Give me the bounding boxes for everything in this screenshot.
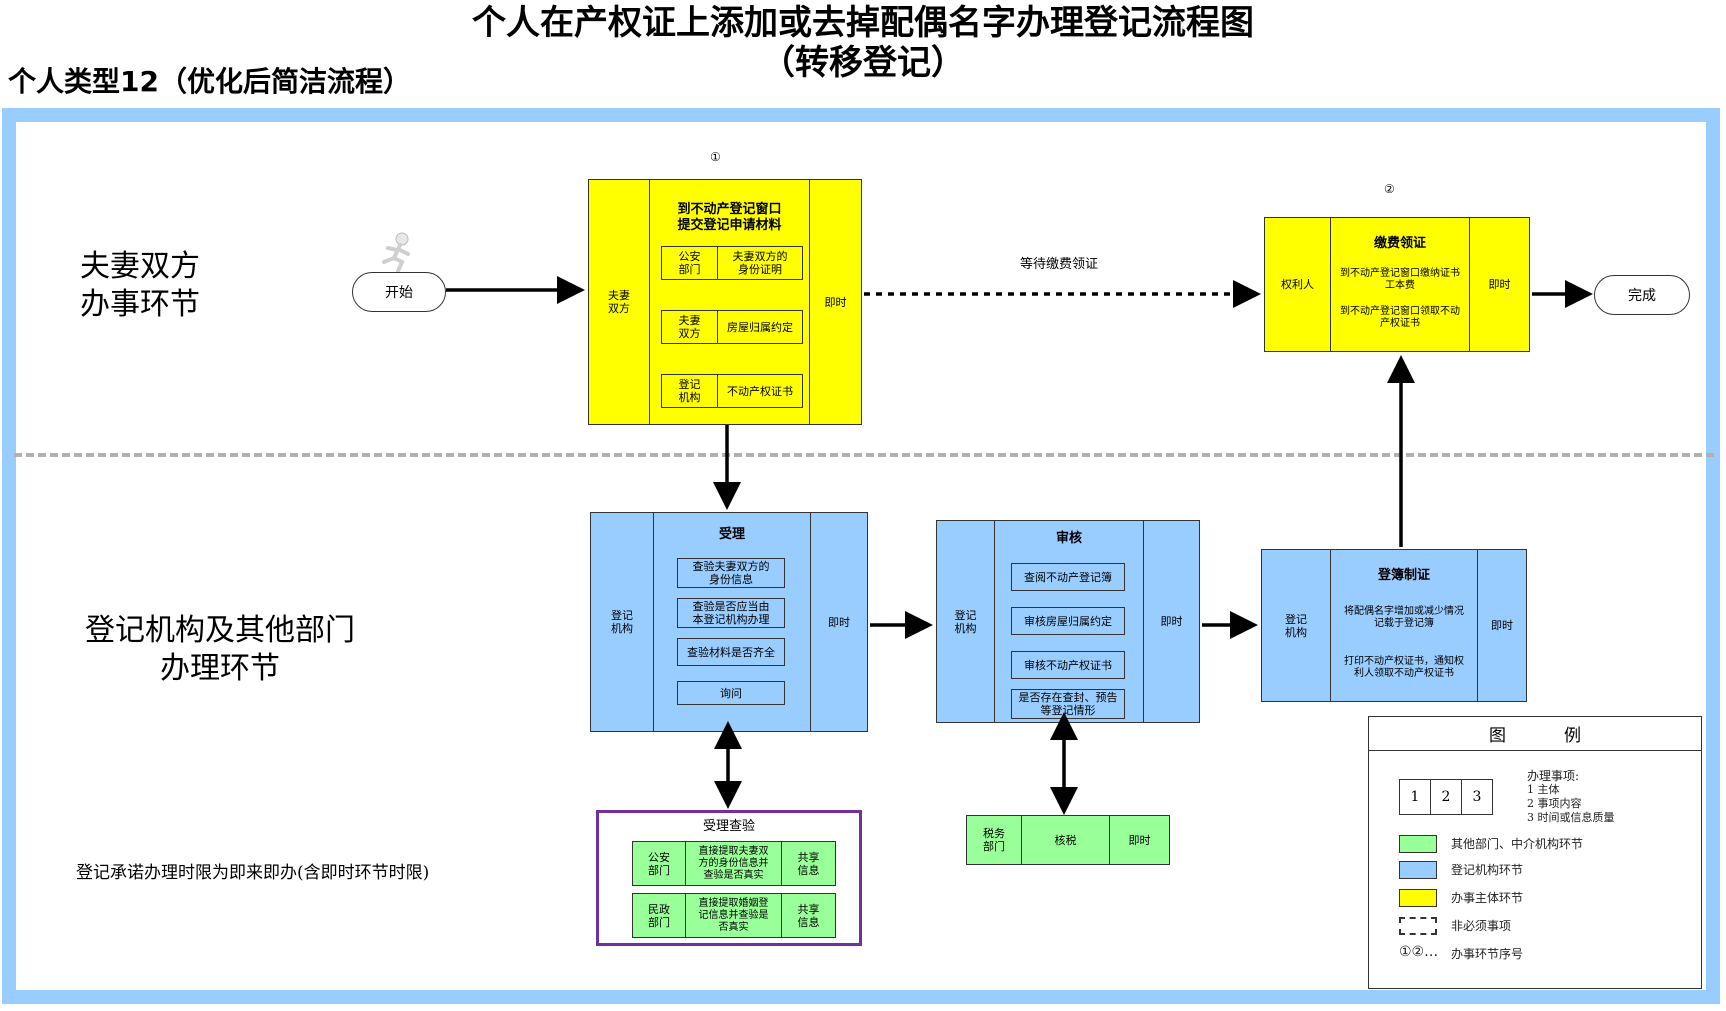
tax-time: 即时 (1109, 816, 1169, 864)
legend-item: 3 时间或信息质量 (1527, 811, 1615, 824)
process-type-label: 个人类型12（优化后简洁流程） (8, 65, 411, 98)
diagram-frame (2, 108, 1720, 1004)
diagram-subtitle: （转移登记） (761, 43, 965, 83)
registration-line: 将配偶名字增加或减少情况 记载于登记簿 (1344, 606, 1464, 629)
review-item: 审核不动产权证书 (1011, 651, 1125, 679)
legend-swatch-yellow (1399, 889, 1437, 907)
pay-content: 缴费领证 到不动产登记窗口缴纳证书 工本费 到不动产登记窗口领取不动 产权证书 (1330, 218, 1470, 351)
legend-entry: 办事环节序号 (1451, 947, 1524, 961)
acceptance-actor: 登记 机构 (611, 609, 633, 635)
pay-line: 到不动产登记窗口缴纳证书 工本费 (1340, 268, 1460, 291)
row-subject: 登记 机构 (678, 378, 701, 404)
legend-sample-box: 1 2 3 (1399, 779, 1493, 815)
tax-content: 核税 (1021, 816, 1109, 864)
acceptance-box: 登记 机构 受理 查验夫妻双方的 身份信息 查验是否应当由 本登记机构办理 查验… (590, 512, 868, 732)
legend-swatch-green (1399, 835, 1437, 853)
legend-seq-symbol: ①②… (1399, 944, 1439, 960)
review-content: 审核 查阅不动产登记簿 审核房屋归属约定 审核不动产权证书 是否存在查封、预告 … (994, 521, 1144, 722)
pay-line: 到不动产登记窗口领取不动 产权证书 (1340, 306, 1460, 329)
verification-row: 公安 部门 直接提取夫妻双 方的身份信息并 查验是否真实 共享 信息 (632, 841, 836, 886)
row-share: 共享 信息 (781, 842, 835, 885)
legend-entry: 非必须事项 (1451, 919, 1512, 933)
row-content: 直接提取夫妻双 方的身份信息并 查验是否真实 (685, 842, 781, 885)
verification-box: 受理查验 公安 部门 直接提取夫妻双 方的身份信息并 查验是否真实 共享 信息 … (596, 810, 862, 946)
submit-row: 登记 机构 不动产权证书 (661, 374, 803, 408)
submit-application-box: 夫妻 双方 即时 到不动产登记窗口 提交登记申请材料 公安 部门 夫妻双方的 身… (588, 179, 862, 425)
acceptance-item: 查验材料是否齐全 (677, 638, 785, 666)
submit-heading: 到不动产登记窗口 提交登记申请材料 (677, 202, 782, 233)
acceptance-item: 询问 (677, 681, 785, 705)
registration-box: 登记 机构 登簿制证 将配偶名字增加或减少情况 记载于登记簿 打印不动产权证书，… (1261, 549, 1527, 702)
legend-swatch-blue (1399, 861, 1437, 879)
row-share: 共享 信息 (781, 894, 835, 937)
registration-actor: 登记 机构 (1285, 612, 1307, 639)
review-actor: 登记 机构 (954, 608, 977, 635)
legend-item: 1 主体 (1527, 783, 1560, 796)
submit-content: 到不动产登记窗口 提交登记申请材料 公安 部门 夫妻双方的 身份证明 夫妻 双方… (649, 180, 809, 424)
end-node: 完成 (1594, 275, 1690, 315)
lane-label-agency: 登记机构及其他部门 办理环节 (85, 613, 355, 686)
acceptance-heading: 受理 (718, 527, 745, 542)
registration-time: 即时 (1491, 619, 1513, 632)
lane-divider (14, 453, 1714, 457)
submit-time: 即时 (809, 180, 861, 424)
row-content: 直接提取婚姻登 记信息并查验是 否真实 (685, 894, 781, 937)
acceptance-item: 查验夫妻双方的 身份信息 (677, 558, 785, 588)
step-number-1: ① (710, 150, 721, 164)
verification-heading: 受理查验 (702, 819, 755, 834)
submit-actor: 夫妻 双方 (608, 289, 630, 315)
legend-sample-cell: 1 (1410, 789, 1420, 805)
pay-heading: 缴费领证 (1373, 236, 1426, 251)
verification-row: 民政 部门 直接提取婚姻登 记信息并查验是 否真实 共享 信息 (632, 893, 836, 938)
legend-item: 2 事项内容 (1527, 797, 1582, 810)
time-limit-note: 登记承诺办理时限为即来即办(含即时环节时限) (76, 863, 430, 883)
legend-sample-cell: 3 (1461, 780, 1492, 814)
pay-collect-box: 权利人 缴费领证 到不动产登记窗口缴纳证书 工本费 到不动产登记窗口领取不动 产… (1264, 217, 1530, 352)
legend: 图例 1 2 3 办理事项: 1 主体 2 事项内容 3 时间或信息质量 其他部… (1368, 716, 1702, 989)
pay-actor: 权利人 (1281, 278, 1314, 291)
legend-swatch-dashed (1399, 917, 1437, 935)
diagram-title: 个人在产权证上添加或去掉配偶名字办理登记流程图 (472, 3, 1254, 43)
review-item: 审核房屋归属约定 (1011, 607, 1125, 635)
registration-heading: 登簿制证 (1377, 568, 1430, 583)
row-subject: 民政 部门 (648, 902, 670, 929)
legend-items-title: 办理事项: (1527, 769, 1580, 783)
row-content: 夫妻双方的 身份证明 (717, 247, 802, 279)
legend-entry: 其他部门、中介机构环节 (1451, 837, 1584, 851)
step-number-2: ② (1384, 182, 1395, 196)
row-content: 不动产权证书 (717, 375, 802, 407)
review-item: 查阅不动产登记簿 (1011, 563, 1125, 591)
submit-row: 公安 部门 夫妻双方的 身份证明 (661, 246, 803, 280)
legend-title: 图例 (1369, 717, 1701, 751)
registration-line: 打印不动产权证书，通知权 利人领取不动产权证书 (1344, 656, 1464, 679)
acceptance-time: 即时 (828, 615, 850, 629)
start-node: 开始 (352, 272, 446, 312)
legend-entry: 登记机构环节 (1451, 863, 1524, 877)
acceptance-content: 受理 查验夫妻双方的 身份信息 查验是否应当由 本登记机构办理 查验材料是否齐全… (653, 513, 811, 731)
review-box: 登记 机构 审核 查阅不动产登记簿 审核房屋归属约定 审核不动产权证书 是否存在… (936, 520, 1200, 723)
acceptance-item: 查验是否应当由 本登记机构办理 (677, 598, 785, 628)
runner-icon (376, 232, 420, 273)
wait-label: 等待缴费领证 (1020, 257, 1099, 272)
lane-label-couple: 夫妻双方 办事环节 (80, 249, 200, 322)
tax-box: 税务 部门 核税 即时 (966, 815, 1170, 865)
legend-sample-cell: 2 (1430, 780, 1461, 814)
legend-entry: 办事主体环节 (1451, 891, 1524, 905)
review-time: 即时 (1160, 615, 1183, 628)
row-content: 房屋归属约定 (717, 311, 802, 343)
tax-actor: 税务 部门 (983, 827, 1005, 853)
row-subject: 夫妻 双方 (678, 314, 701, 340)
pay-time: 即时 (1488, 278, 1511, 291)
review-heading: 审核 (1055, 531, 1082, 546)
submit-row: 夫妻 双方 房屋归属约定 (661, 310, 803, 344)
row-subject: 公安 部门 (648, 850, 670, 877)
row-subject: 公安 部门 (678, 250, 701, 276)
registration-content: 登簿制证 将配偶名字增加或减少情况 记载于登记簿 打印不动产权证书，通知权 利人… (1330, 550, 1478, 701)
